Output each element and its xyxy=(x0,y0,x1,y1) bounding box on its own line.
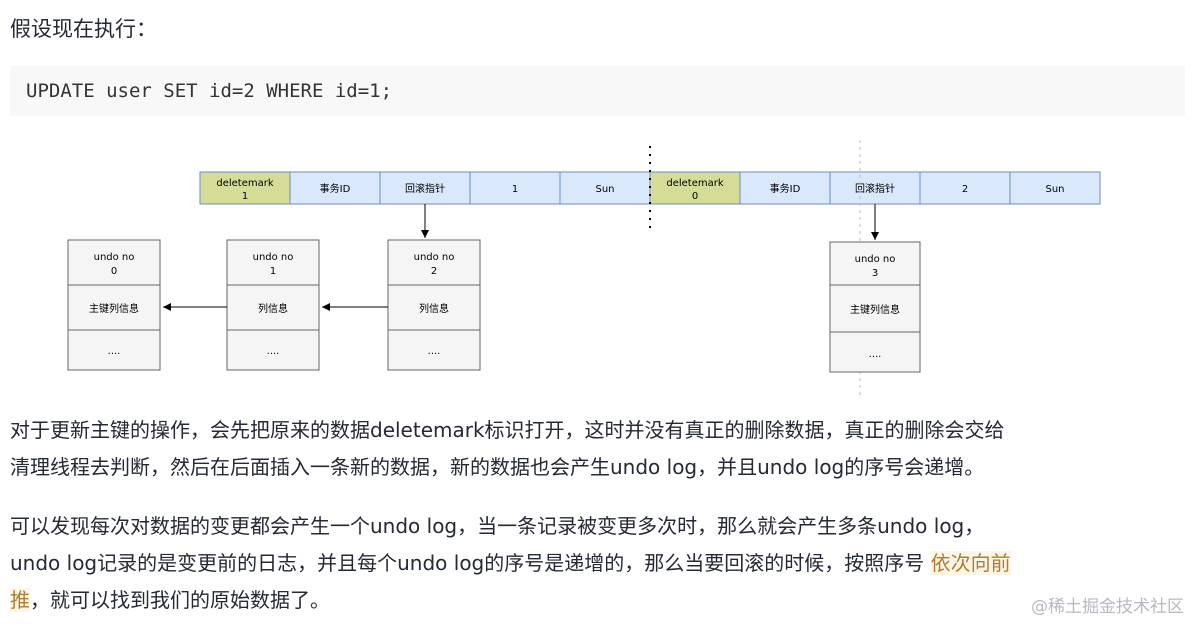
deletemark-value-new: 0 xyxy=(692,191,698,202)
undo-info: 主键列信息 xyxy=(89,302,139,315)
undo-no-value: 1 xyxy=(270,266,276,277)
paragraph-2-line-3: 推，就可以找到我们的原始数据了。 xyxy=(10,582,1190,619)
undo-no-label: undo no xyxy=(253,252,294,263)
paragraph-2: 可以发现每次对数据的变更都会产生一个undo log，当一条记录被变更多次时，那… xyxy=(10,508,1190,619)
roll-ptr-label-old: 回滚指针 xyxy=(405,182,445,195)
highlight-text-continued: 推 xyxy=(10,588,30,612)
paragraph-2-line-3-text: ，就可以找到我们的原始数据了。 xyxy=(30,588,330,612)
undo-no-label: undo no xyxy=(855,254,896,265)
name-cell-old xyxy=(559,171,651,205)
roll-ptr-label-new: 回滚指针 xyxy=(855,182,895,195)
undo-more: .... xyxy=(267,346,280,357)
paragraph-1-line-1: 对于更新主键的操作，会先把原来的数据deletemark标识打开，这时并没有真正… xyxy=(10,418,1005,442)
trx-id-cell-new xyxy=(739,171,831,205)
old-record-row: deletemark 1 事务ID 回滚指针 1 Sun xyxy=(199,171,651,205)
intro-text: 假设现在执行： xyxy=(10,17,157,41)
undo-more: .... xyxy=(428,346,441,357)
paragraph-2-line-2-text: undo log记录的是变更前的日志，并且每个undo log的序号是递增的，那… xyxy=(10,551,931,575)
roll-ptr-cell-old xyxy=(379,171,471,205)
name-value-new: Sun xyxy=(1045,184,1064,195)
sql-code-block: UPDATE user SET id=2 WHERE id=1; xyxy=(10,66,1185,116)
paragraph-1-line-2: 清理线程去判断，然后在后面插入一条新的数据，新的数据也会产生undo log，并… xyxy=(10,455,985,479)
highlight-text: 依次向前 xyxy=(930,551,1011,575)
undo-no-value: 3 xyxy=(872,268,878,279)
paragraph-2-line-1: 可以发现每次对数据的变更都会产生一个undo log，当一条记录被变更多次时，那… xyxy=(10,514,985,538)
name-cell-new xyxy=(1009,171,1101,205)
paragraph-2-line-2: undo log记录的是变更前的日志，并且每个undo log的序号是递增的，那… xyxy=(10,545,1190,582)
id-cell-new xyxy=(919,171,1011,205)
deletemark-cell-old xyxy=(199,171,291,205)
undo-no-value: 0 xyxy=(111,266,117,277)
roll-ptr-cell-new xyxy=(829,171,921,205)
trx-id-label-old: 事务ID xyxy=(320,182,351,195)
paragraph-1: 对于更新主键的操作，会先把原来的数据deletemark标识打开，这时并没有真正… xyxy=(10,412,1190,486)
undo-log-2: undo no 2 列信息 .... xyxy=(387,239,481,371)
id-value-new: 2 xyxy=(962,184,968,195)
undo-no-label: undo no xyxy=(94,252,135,263)
undo-more: .... xyxy=(869,349,882,360)
undo-info: 列信息 xyxy=(419,302,449,315)
undo-log-diagram: deletemark 1 事务ID 回滚指针 1 Sun deletemark … xyxy=(67,140,1101,395)
name-value-old: Sun xyxy=(595,184,614,195)
undo-more: .... xyxy=(108,346,121,357)
trx-id-cell-old xyxy=(289,171,381,205)
undo-log-0: undo no 0 主键列信息 .... xyxy=(67,239,161,371)
deletemark-value-old: 1 xyxy=(242,191,248,202)
undo-info: 列信息 xyxy=(258,302,288,315)
undo-info: 主键列信息 xyxy=(850,303,900,316)
deletemark-label-old: deletemark xyxy=(216,178,273,189)
undo-no-value: 2 xyxy=(431,266,437,277)
deletemark-label-new: deletemark xyxy=(666,178,723,189)
undo-no-label: undo no xyxy=(414,252,455,263)
undo-log-3: undo no 3 主键列信息 .... xyxy=(829,241,921,373)
id-value-old: 1 xyxy=(512,184,518,195)
new-record-row: deletemark 0 事务ID 回滚指针 2 Sun xyxy=(649,171,1101,205)
trx-id-label-new: 事务ID xyxy=(770,182,801,195)
watermark: @稀土掘金技术社区 xyxy=(1031,597,1184,617)
undo-log-1: undo no 1 列信息 .... xyxy=(226,239,320,371)
